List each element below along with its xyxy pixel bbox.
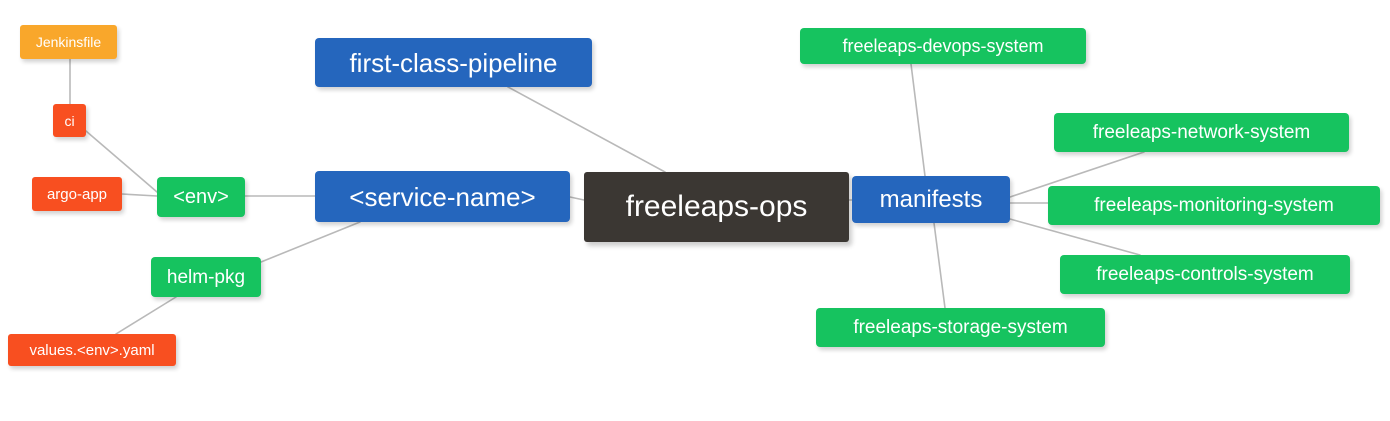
edge-helm-pkg-to-values-yaml	[115, 296, 177, 335]
mindmap-node-monitoring-system[interactable]: freeleaps-monitoring-system	[1048, 186, 1380, 225]
mindmap-node-service-name[interactable]: <service-name>	[315, 171, 570, 222]
node-label: freeleaps-controls-system	[1096, 264, 1314, 285]
mindmap-node-argo-app[interactable]: argo-app	[32, 177, 122, 211]
mindmap-node-manifests[interactable]: manifests	[852, 176, 1010, 223]
mindmap-node-env[interactable]: <env>	[157, 177, 245, 217]
node-label: helm-pkg	[166, 266, 246, 288]
node-label: freeleaps-storage-system	[853, 317, 1068, 338]
edge-service-name-to-helm-pkg	[260, 221, 361, 263]
edge-manifests-to-storage-system	[933, 222, 946, 309]
mindmap-node-ci[interactable]: ci	[53, 104, 86, 137]
node-label: ci	[64, 112, 75, 129]
node-label: <service-name>	[349, 181, 536, 212]
mindmap-node-first-class-pipeline[interactable]: first-class-pipeline	[315, 38, 592, 87]
node-label: Jenkinsfile	[35, 34, 102, 50]
node-label: <env>	[173, 186, 229, 208]
node-label: freeleaps-ops	[625, 190, 808, 223]
mindmap-node-controls-system[interactable]: freeleaps-controls-system	[1060, 255, 1350, 294]
edge-manifests-to-devops-system	[910, 63, 926, 177]
mindmap-node-storage-system[interactable]: freeleaps-storage-system	[816, 308, 1105, 347]
node-label: freeleaps-monitoring-system	[1094, 195, 1334, 216]
mindmap-node-network-system[interactable]: freeleaps-network-system	[1054, 113, 1349, 152]
node-label: freeleaps-devops-system	[842, 36, 1044, 56]
edge-first-class-pipeline-to-freeleaps-ops	[507, 86, 666, 173]
node-label: argo-app	[46, 185, 108, 203]
edge-service-name-to-freeleaps-ops	[569, 196, 585, 201]
mindmap-node-jenkinsfile[interactable]: Jenkinsfile	[20, 25, 117, 59]
mindmap-node-devops-system[interactable]: freeleaps-devops-system	[800, 28, 1086, 64]
node-label: freeleaps-network-system	[1092, 122, 1311, 143]
edge-argo-app-to-env	[121, 193, 158, 197]
mindmap-node-freeleaps-ops[interactable]: freeleaps-ops	[584, 172, 849, 242]
node-label: values.<env>.yaml	[29, 341, 155, 359]
mindmap-node-values-yaml[interactable]: values.<env>.yaml	[8, 334, 176, 366]
mindmap-node-helm-pkg[interactable]: helm-pkg	[151, 257, 261, 297]
node-label: first-class-pipeline	[349, 47, 558, 78]
node-label: manifests	[879, 185, 983, 213]
